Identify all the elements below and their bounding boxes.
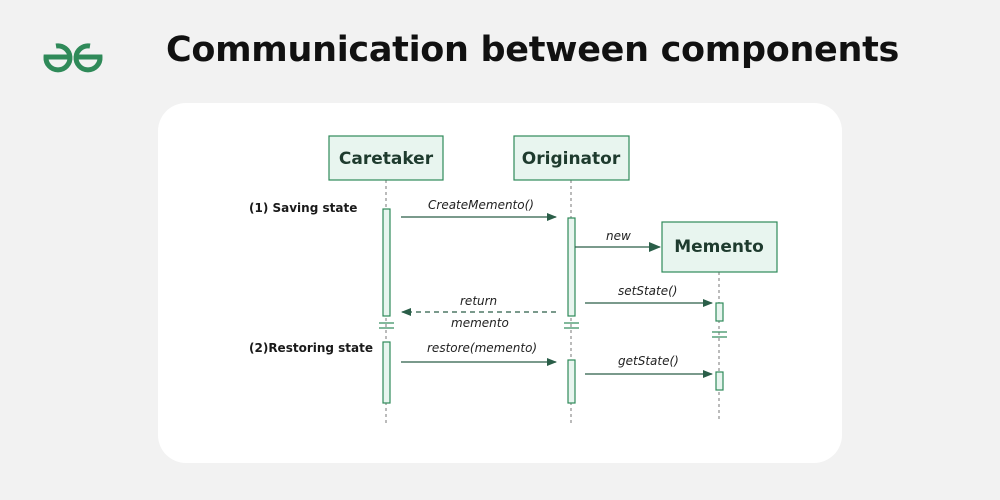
new-label: new [606,229,631,243]
originator-break-marker [564,322,579,329]
caretaker-break-marker [379,322,394,329]
memento-break-marker [712,331,727,338]
step-restoring-state: (2)Restoring state [249,341,373,355]
memento-box: Memento [661,221,778,273]
caretaker-label: Caretaker [339,149,434,169]
get-state-label: getState() [618,354,679,368]
memento-activation-1 [715,302,724,322]
step-saving-state: (1) Saving state [249,201,357,215]
create-memento-label: CreateMemento() [428,198,534,212]
message-create-memento: CreateMemento() [401,198,557,221]
caretaker-activation-1 [382,208,391,317]
diagram-card [158,103,842,463]
message-new: new [575,229,661,252]
return-label: return [460,294,497,308]
originator-activation-1 [567,217,576,317]
memento-activation-2 [715,371,724,391]
memento-return-label: memento [451,316,509,330]
caretaker-activation-2 [382,341,391,404]
page-title: Communication between components [166,30,900,70]
restore-label: restore(memento) [427,341,537,355]
message-set-state: setState() [585,284,713,307]
caretaker-box: Caretaker [328,135,444,181]
originator-box: Originator [513,135,630,181]
originator-label: Originator [522,149,621,169]
originator-activation-2 [567,359,576,404]
memento-label: Memento [674,237,764,257]
message-return-memento: return memento [401,294,556,330]
message-restore: restore(memento) [401,341,557,366]
message-get-state: getState() [585,354,713,378]
set-state-label: setState() [618,284,677,298]
geeksforgeeks-logo-icon [43,43,103,73]
